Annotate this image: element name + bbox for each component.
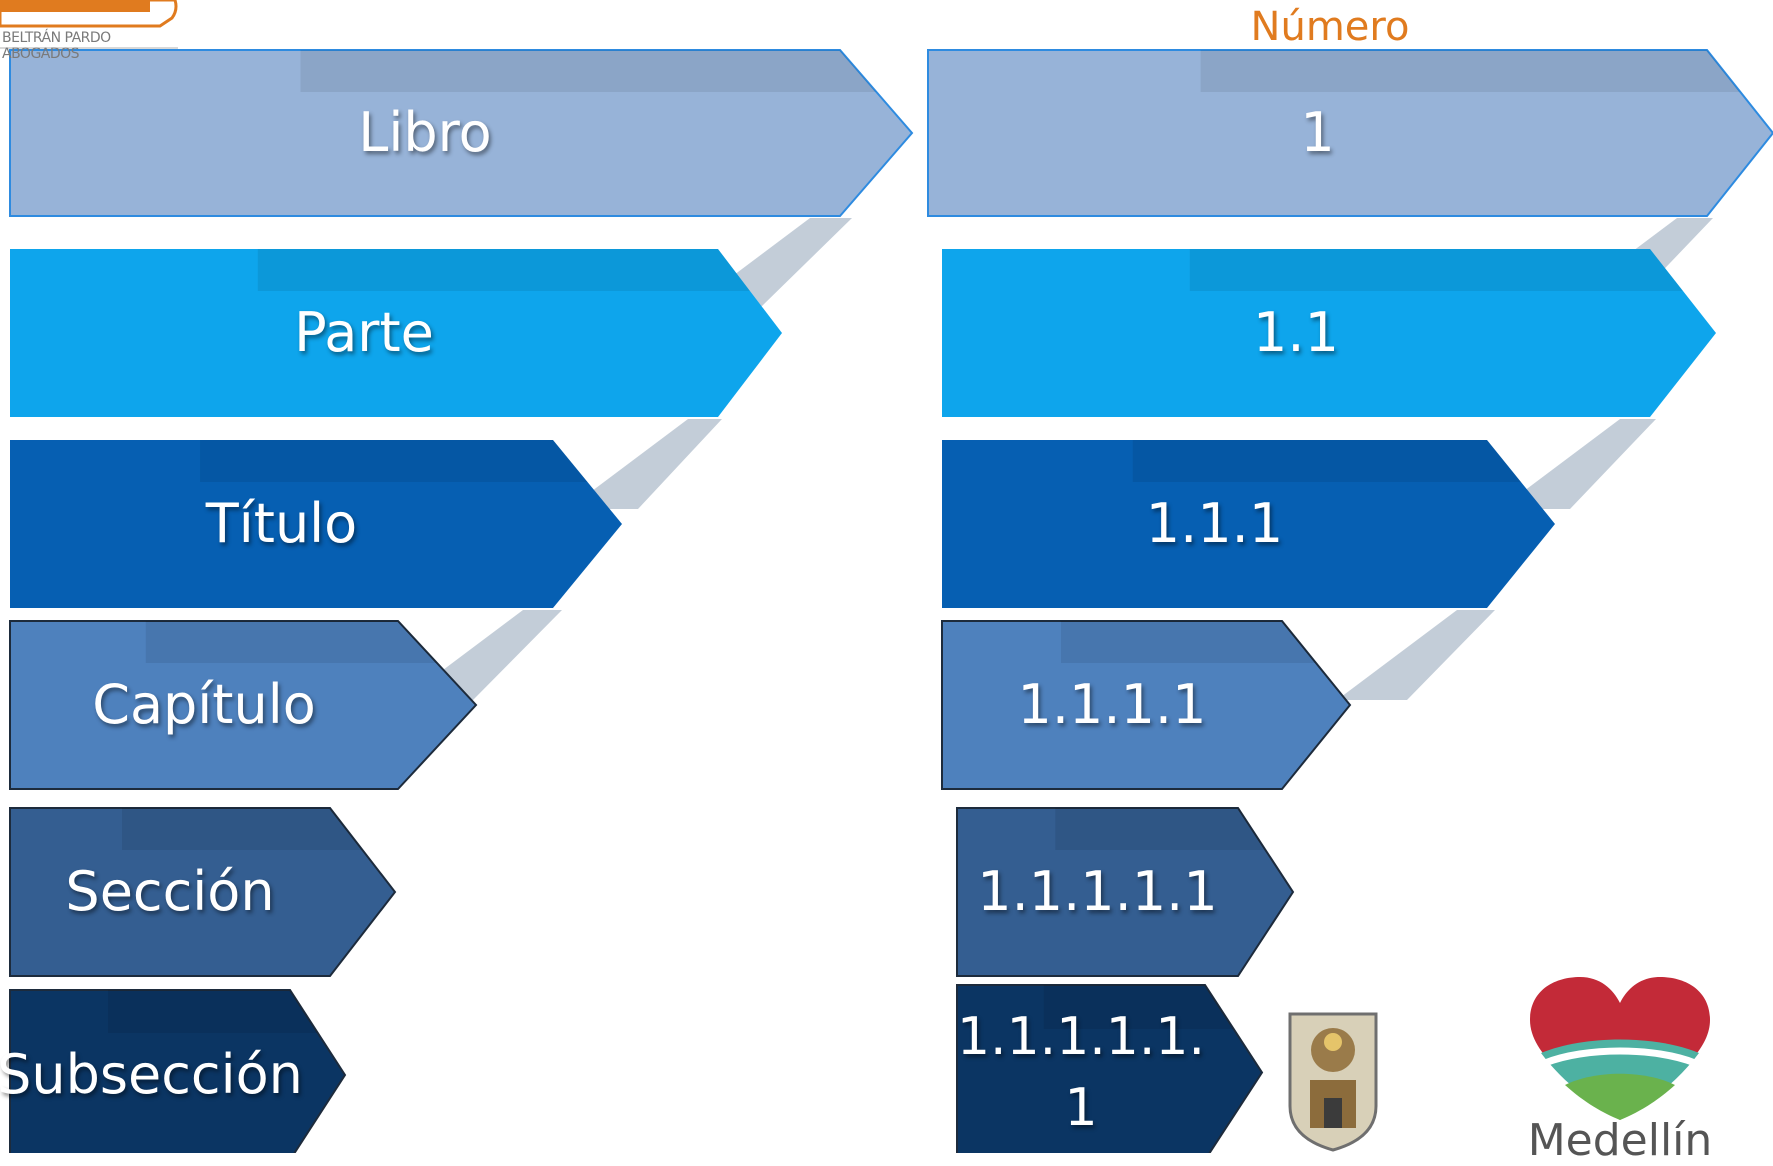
arrow-left-subseccion xyxy=(9,989,347,1161)
level-number-capitulo: 1.1.1.1 xyxy=(1017,672,1207,736)
heart-icon xyxy=(1530,977,1710,1120)
numero-header: Número xyxy=(1250,4,1410,50)
arrow-right-capitulo xyxy=(941,620,1352,790)
arrow-left-libro-highlight xyxy=(300,50,876,92)
arrow-right-parte xyxy=(942,249,1716,417)
level-number-seccion: 1.1.1.1.1 xyxy=(977,859,1218,923)
arrow-right-subseccion-highlight xyxy=(1043,985,1234,1029)
arrow-right-capitulo-highlight xyxy=(1061,621,1316,663)
level-label-seccion: Sección xyxy=(65,859,275,923)
arrow-left-parte-shadow xyxy=(568,419,722,509)
level-label-parte: Parte xyxy=(294,300,434,364)
arrow-right-libro xyxy=(927,49,1773,217)
firm-logo-text: BELTRÁN PARDO ABOGADOS xyxy=(2,30,111,62)
level-number-parte: 1.1 xyxy=(1253,300,1339,364)
arrow-right-libro-highlight xyxy=(1200,50,1740,92)
arrow-left-subseccion-highlight xyxy=(108,990,318,1033)
level-number-titulo: 1.1.1 xyxy=(1145,491,1284,555)
arrow-right-parte-shadow xyxy=(1500,419,1656,509)
arrow-left-capitulo xyxy=(9,620,478,790)
coat-of-arms-icon xyxy=(1284,1010,1382,1153)
medellin-logo-text: Medellín xyxy=(1527,1115,1713,1166)
arrow-right-seccion-highlight xyxy=(1055,808,1266,850)
arrow-left-capitulo-highlight xyxy=(145,621,438,663)
arrow-left-seccion xyxy=(9,807,397,977)
level-label-capitulo: Capítulo xyxy=(92,672,316,736)
arrow-left-parte-highlight xyxy=(257,249,750,291)
firm-logo: & ASOCIADOS S.A.S. BELTRÁN PARDO ABOGADO… xyxy=(0,0,180,62)
arrow-right-titulo xyxy=(942,440,1555,608)
arrow-right-seccion xyxy=(956,807,1295,977)
level-label-subseccion: Subsección xyxy=(0,1042,303,1106)
level-number-subseccion: 1.1.1.1.1. 1 xyxy=(956,1007,1206,1138)
firm-logo-mark xyxy=(0,0,178,49)
arrow-right-subseccion xyxy=(956,984,1264,1161)
arrow-left-seccion-highlight xyxy=(122,808,363,850)
arrow-left-titulo xyxy=(10,440,622,608)
level-number-libro: 1 xyxy=(1300,100,1335,164)
arrow-left-titulo-highlight xyxy=(200,440,588,482)
firm-logo-subtext: & ASOCIADOS S.A.S. xyxy=(60,14,143,23)
level-label-libro: Libro xyxy=(358,100,492,164)
medellin-logo: Medellín xyxy=(1525,975,1715,1166)
arrow-left-libro xyxy=(9,49,914,217)
level-label-titulo: Título xyxy=(205,491,358,555)
arrow-right-parte-highlight xyxy=(1189,249,1683,291)
arrow-right-titulo-shadow xyxy=(1337,610,1495,700)
arrow-left-parte xyxy=(10,249,782,417)
arrow-right-titulo-highlight xyxy=(1132,440,1521,482)
